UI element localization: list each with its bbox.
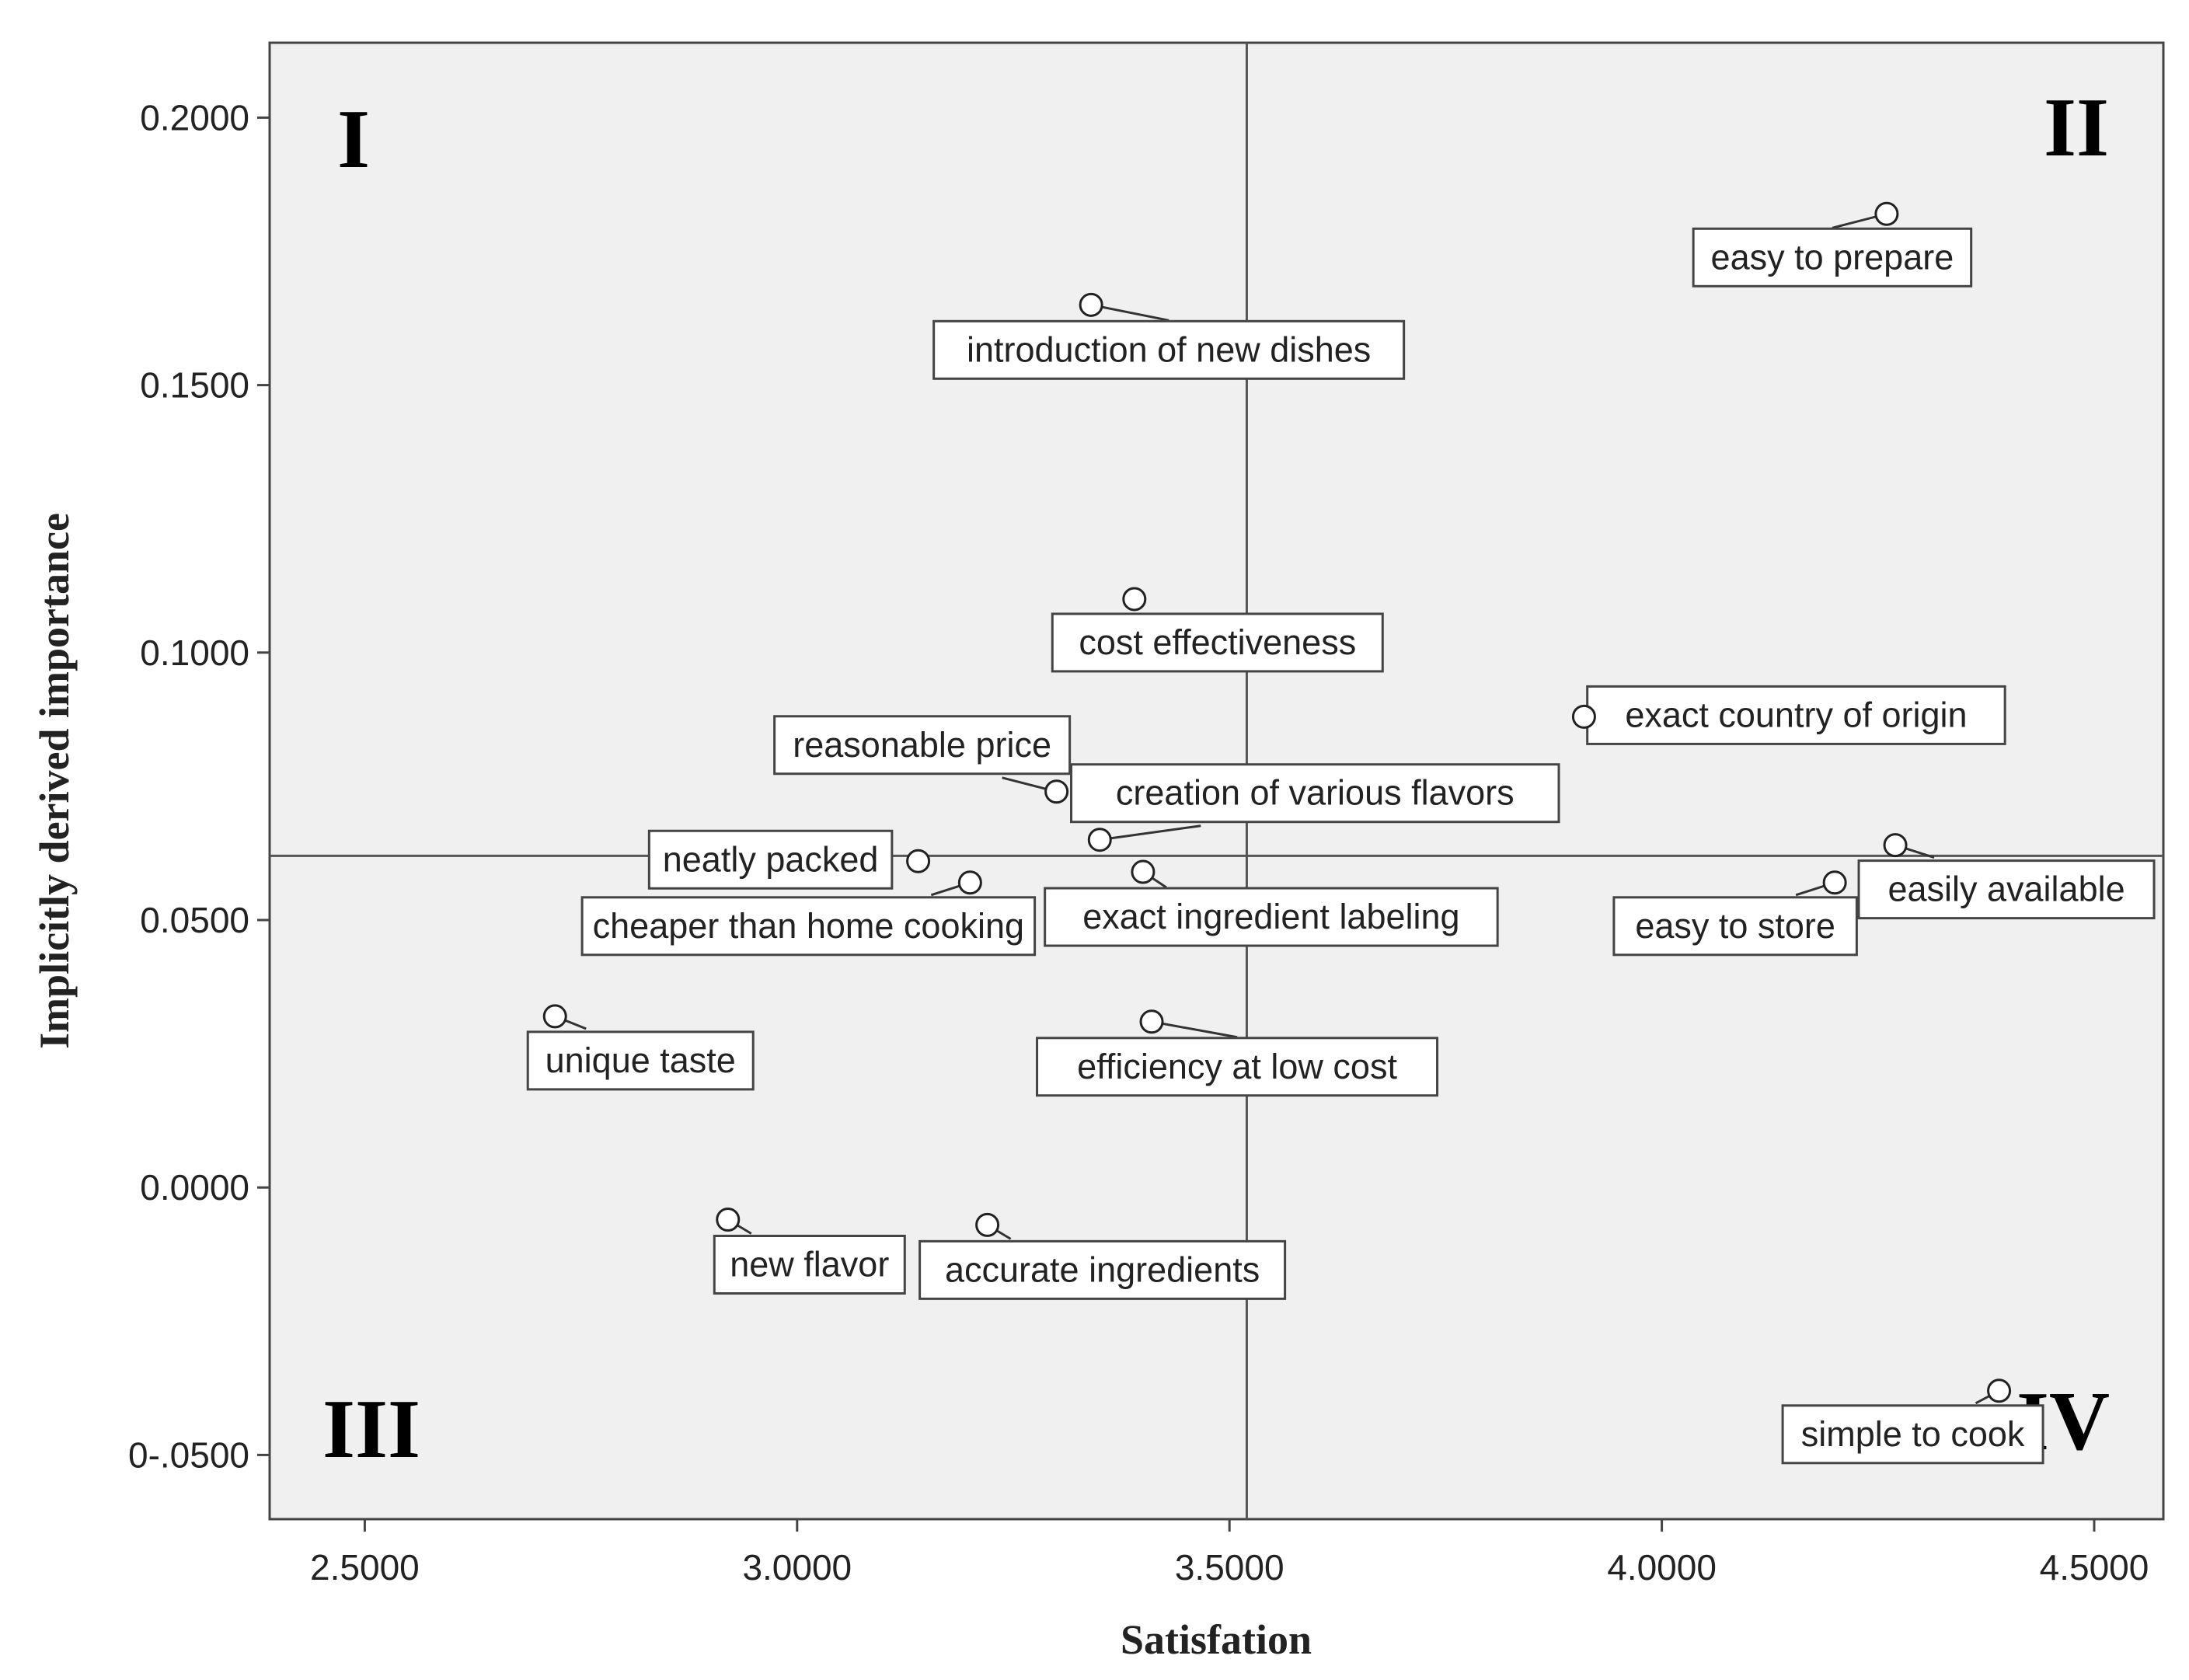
leader-line: [1090, 303, 1169, 322]
data-point: reasonable price: [773, 715, 1072, 804]
data-point: neatly packed: [647, 829, 931, 890]
point-label: creation of various flavors: [1116, 773, 1515, 813]
data-point: exact ingredient labeling: [1044, 859, 1499, 947]
point-marker: [957, 870, 982, 895]
point-label-box: [918, 1239, 1287, 1300]
point-label: exact ingredient labeling: [1082, 897, 1459, 936]
point-label: reasonable price: [793, 725, 1051, 765]
point-label-box: [932, 319, 1406, 380]
point-label: new flavor: [730, 1244, 889, 1284]
point-label-box: [1612, 896, 1858, 957]
data-point: new flavor: [713, 1207, 906, 1295]
point-label-box: [1586, 685, 2006, 745]
point-label: neatly packed: [663, 839, 879, 879]
point-label: introduction of new dishes: [967, 329, 1371, 369]
point-label: efficiency at low cost: [1077, 1047, 1397, 1086]
leader-line: [1151, 1020, 1238, 1039]
y-tick-label: 0.0000: [140, 1167, 249, 1208]
y-tick-label: 0-.0500: [128, 1434, 249, 1475]
point-marker: [542, 1004, 567, 1029]
point-label: unique taste: [546, 1040, 736, 1080]
data-point: introduction of new dishes: [932, 292, 1406, 380]
point-label: cost effectiveness: [1079, 622, 1356, 662]
point-label-box: [773, 715, 1072, 776]
point-marker: [1987, 1379, 2012, 1403]
y-tick-label: 0.1000: [140, 633, 249, 673]
point-label: simple to cook: [1801, 1414, 2025, 1454]
point-label-box: [713, 1234, 906, 1295]
data-point: easily available: [1857, 833, 2156, 920]
point-label-box: [1036, 1037, 1439, 1097]
point-marker: [1122, 587, 1147, 612]
point-marker: [906, 849, 931, 873]
point-label-box: [647, 829, 894, 890]
x-tick-label: 3.5000: [1175, 1547, 1284, 1588]
point-marker: [1571, 704, 1596, 729]
quadrant-label: I: [337, 93, 370, 186]
data-point: creation of various flavors: [1070, 763, 1560, 852]
x-tick-label: 4.0000: [1607, 1547, 1717, 1588]
point-marker: [1139, 1009, 1164, 1034]
data-point: efficiency at low cost: [1036, 1009, 1439, 1097]
point-marker: [975, 1212, 1000, 1237]
x-tick-label: 3.0000: [742, 1547, 852, 1588]
data-point: cheaper than home cooking: [580, 870, 1037, 957]
point-label: exact country of origin: [1625, 695, 1967, 734]
point-marker: [716, 1207, 741, 1232]
data-point: cost effectiveness: [1051, 587, 1384, 673]
y-tick-label: 0.0500: [140, 900, 249, 940]
x-tick-label: 4.5000: [2040, 1547, 2149, 1588]
point-label-box: [1692, 227, 1973, 288]
point-label-box: [580, 896, 1037, 957]
quadrant-label: II: [2044, 82, 2109, 174]
data-point: exact country of origin: [1571, 685, 2006, 745]
point-label-box: [1051, 612, 1384, 673]
quadrant-label: III: [322, 1383, 420, 1476]
y-tick-label: 0.2000: [140, 97, 249, 138]
point-marker: [1874, 201, 1899, 226]
y-axis-title: Implicitly derived importance: [31, 513, 78, 1049]
data-point: accurate ingredients: [918, 1212, 1287, 1300]
data-point: easy to store: [1612, 870, 1858, 957]
point-label: easy to store: [1635, 906, 1835, 946]
point-label-box: [1070, 763, 1560, 824]
point-marker: [1087, 828, 1112, 852]
x-axis-title: Satisfation: [1121, 1616, 1312, 1663]
point-label-box: [1857, 859, 2156, 920]
point-label: cheaper than home cooking: [593, 906, 1024, 946]
point-marker: [1883, 833, 1908, 858]
y-tick-label: 0.1500: [140, 365, 249, 406]
point-marker: [1131, 859, 1155, 884]
data-point: unique taste: [526, 1004, 755, 1091]
point-label: easily available: [1887, 870, 2125, 909]
leader-line: [1100, 824, 1201, 842]
data-point: easy to prepare: [1692, 201, 1973, 288]
data-point: simple to cook: [1781, 1379, 2044, 1465]
point-label: easy to prepare: [1711, 237, 1954, 277]
point-label-box: [526, 1030, 755, 1091]
x-tick-label: 2.5000: [310, 1547, 420, 1588]
point-label-box: [1781, 1404, 2044, 1465]
point-label: accurate ingredients: [945, 1250, 1260, 1289]
point-marker: [1079, 292, 1103, 317]
point-marker: [1822, 870, 1847, 895]
point-label-box: [1044, 887, 1499, 947]
point-marker: [1044, 779, 1069, 804]
